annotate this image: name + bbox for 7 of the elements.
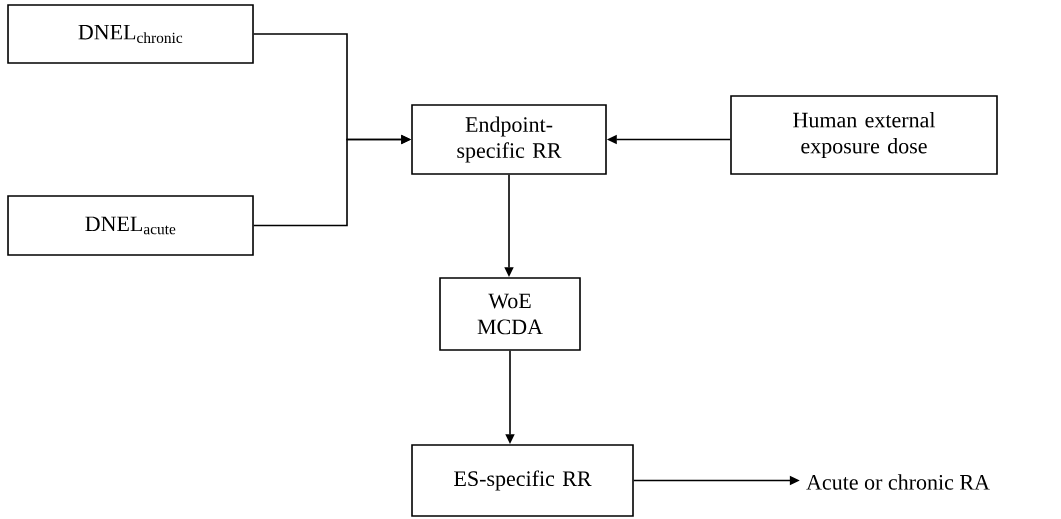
process-box: Human external exposure dose <box>730 95 998 175</box>
process-box: DNEL$_{chronic}$ <box>7 4 254 64</box>
result-text: Acute or chronic RA <box>806 474 990 490</box>
process-box: ES-specific RR <box>411 444 634 517</box>
process-box: DNEL$_{acute}$ <box>7 195 254 256</box>
process-box: WoE MCDA <box>439 277 581 351</box>
process-box: Endpoint-specific RR <box>411 104 607 175</box>
